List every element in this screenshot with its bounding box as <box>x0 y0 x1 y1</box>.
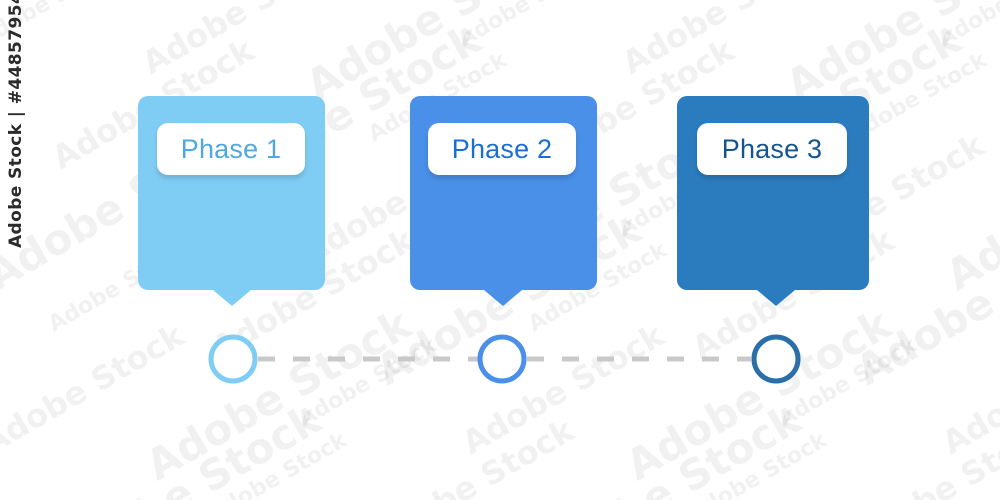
phase-card-tail-3 <box>757 290 795 306</box>
phase-badge-label-2: Phase 2 <box>451 133 553 164</box>
phase-card-tail-2 <box>484 290 522 306</box>
timeline-node-1[interactable] <box>208 334 258 384</box>
phase-badge-label-3: Phase 3 <box>721 133 823 164</box>
phase-badge-2[interactable]: Phase 2 <box>428 123 576 175</box>
phase-badge-label-1: Phase 1 <box>180 133 282 164</box>
timeline-node-2[interactable] <box>477 334 527 384</box>
timeline-node-3[interactable] <box>751 334 801 384</box>
phase-badge-1[interactable]: Phase 1 <box>157 123 305 175</box>
phase-card-tail-1 <box>213 290 251 306</box>
phase-badge-3[interactable]: Phase 3 <box>697 123 847 175</box>
